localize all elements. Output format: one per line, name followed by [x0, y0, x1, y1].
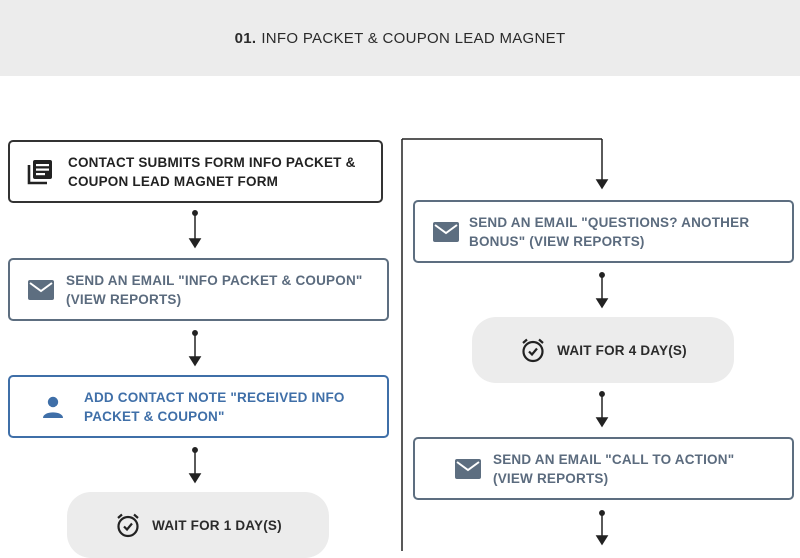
email-1-label: SEND AN EMAIL "INFO PACKET & COUPON" (VI…: [66, 272, 363, 307]
flow-title: INFO PACKET & COUPON LEAD MAGNET: [261, 29, 566, 47]
wait-4-days[interactable]: WAIT FOR 4 DAY(S): [472, 317, 734, 383]
envelope-icon: [431, 221, 461, 243]
email-info-packet-coupon[interactable]: SEND AN EMAIL "INFO PACKET & COUPON" (VI…: [8, 258, 389, 321]
alarm-clock-icon: [519, 337, 547, 363]
note-1-label: ADD CONTACT NOTE "RECEIVED INFO PACKET &…: [84, 389, 345, 424]
email-3-label: SEND AN EMAIL "CALL TO ACTION" (VIEW REP…: [493, 451, 735, 486]
page-header: 01. INFO PACKET & COUPON LEAD MAGNET: [0, 0, 800, 76]
form-list-icon: [24, 158, 56, 186]
alarm-clock-icon: [114, 512, 142, 538]
wait-1-day[interactable]: WAIT FOR 1 DAY(S): [67, 492, 329, 558]
email-call-to-action[interactable]: SEND AN EMAIL "CALL TO ACTION" (VIEW REP…: [413, 437, 794, 500]
add-contact-note[interactable]: ADD CONTACT NOTE "RECEIVED INFO PACKET &…: [8, 375, 389, 438]
flow-number: 01.: [234, 29, 257, 47]
connector-note-to-wait: [188, 447, 202, 484]
envelope-icon: [453, 458, 483, 480]
trigger-label: CONTACT SUBMITS FORM INFO PACKET & COUPO…: [68, 154, 356, 189]
wait-2-label: WAIT FOR 4 DAY(S): [557, 342, 687, 358]
wait-1-label: WAIT FOR 1 DAY(S): [152, 517, 282, 533]
connector-wait2-to-email3: [595, 391, 609, 428]
person-icon: [40, 395, 66, 419]
connector-column-bridge: [401, 138, 609, 551]
connector-email-to-note: [188, 330, 202, 367]
email-2-label: SEND AN EMAIL "QUESTIONS? ANOTHER BONUS"…: [469, 214, 750, 249]
email-questions-another-bonus[interactable]: SEND AN EMAIL "QUESTIONS? ANOTHER BONUS"…: [413, 200, 794, 263]
connector-email2-to-wait2: [595, 272, 609, 309]
envelope-icon: [26, 279, 56, 301]
trigger-form-submitted[interactable]: CONTACT SUBMITS FORM INFO PACKET & COUPO…: [8, 140, 383, 203]
connector-email3-to-next: [595, 510, 609, 546]
connector-trigger-to-email: [188, 210, 202, 249]
